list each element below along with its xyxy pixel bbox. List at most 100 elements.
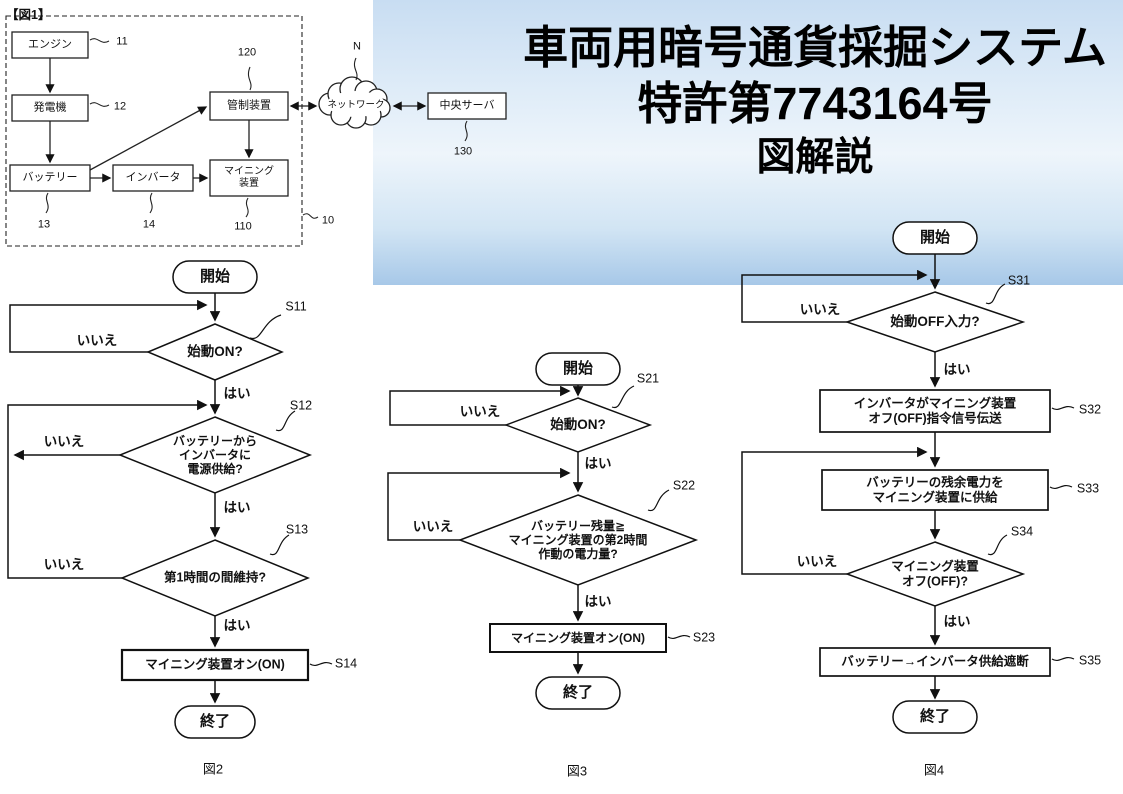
fig1-inverter-ref: 14 [142,218,156,231]
fig1-control-ref: 120 [237,46,257,59]
fig4-process-s35-shape [819,647,1051,677]
fig3-s22-ref: S22 [672,478,696,493]
fig4-s33-ref: S33 [1076,481,1100,496]
fig1-generator-label: 発電機 [33,101,67,114]
fig3-decision-s22-shape [457,494,699,586]
fig4-caption: 図4 [923,762,945,778]
fig3-ref-leaders [611,385,691,640]
fig4-ref-leaders [985,283,1075,662]
fig2-connectors [7,293,221,704]
fig2-yes-s11-label: はい [223,386,251,402]
fig1-mining-label: マイニング 装置 [224,166,274,189]
fig1-battery-ref: 13 [37,218,51,231]
fig4-process-s35-label: バッテリー→インバータ供給遮断 [841,654,1029,669]
fig2-caption: 図2 [202,761,224,777]
fig3-decision-s21-label: 始動ON? [550,417,606,433]
fig2-end-label: 終了 [199,713,231,731]
fig4-start-label: 開始 [919,229,951,247]
fig1-block-diagram [5,15,507,247]
fig1-server-box [427,92,507,120]
fig4-s35-ref: S35 [1078,653,1102,668]
fig3-s21-ref: S21 [636,371,660,386]
fig2-s11-ref: S11 [285,299,307,314]
fig4-process-s33-shape [821,469,1049,511]
fig2-no-s12-label: いいえ [43,434,85,450]
fig4-no-s31-label: いいえ [799,302,841,318]
fig3-no-s21-label: いいえ [459,404,501,420]
fig3-end-label: 終了 [562,684,594,702]
fig2-flowchart [7,260,333,739]
fig2-process-s14-shape [120,648,310,682]
fig1-generator-ref: 12 [113,100,127,113]
fig3-flowchart [387,352,699,710]
fig3-end-shape [535,676,621,710]
fig4-decision-s31-label: 始動OFF入力? [890,314,980,330]
fig2-s14-ref: S14 [334,656,358,671]
fig1-caption: 【図1】 [6,8,51,22]
fig3-process-s23-shape [489,623,667,653]
fig3-connectors [387,385,584,675]
fig1-server-label: 中央サーバ [439,99,495,112]
fig1-system-ref: 10 [321,214,335,227]
fig4-end-label: 終了 [919,708,951,726]
fig3-yes-s21-label: はい [584,456,612,472]
fig4-no-s34-label: いいえ [796,554,838,570]
fig2-decision-s12-shape [117,416,313,494]
fig1-mining-box [209,159,289,197]
fig4-connectors [741,254,941,700]
fig3-yes-s22-label: はい [584,594,612,610]
patent-number: 特許第7743164号 [637,78,993,130]
fig4-process-s33-label: バッテリーの残余電力を マイニング装置に供給 [866,475,1004,504]
fig2-yes-s13-label: はい [223,618,251,634]
fig2-decision-s13-shape [120,539,310,617]
fig2-start-label: 開始 [199,268,231,286]
title-subtitle: 図解説 [756,135,874,179]
network-cloud [318,76,391,129]
fig2-decision-s13-label: 第1時間の間維持? [163,570,267,585]
fig1-inverter-box [112,164,194,192]
fig2-s12-ref: S12 [289,398,313,413]
fig2-ref-leaders [249,314,333,667]
fig4-process-s32-label: インバータがマイニング装置 オフ(OFF)指令信号伝送 [853,396,1017,425]
fig4-flowchart [741,221,1075,734]
fig3-start-label: 開始 [562,360,594,378]
fig1-mining-ref: 110 [234,220,252,233]
fig2-no-s13-label: いいえ [43,557,85,573]
fig2-decision-s12-label: バッテリーから インバータに 電源供給? [172,433,258,477]
fig4-decision-s34-label: マイニング装置 オフ(OFF)? [891,559,979,588]
fig1-engine-ref: 11 [116,35,128,48]
fig3-decision-s22-label: バッテリー残量≧ マイニング装置の第2時間 作動の電力量? [508,518,648,562]
fig2-decision-s11-label: 始動ON? [187,344,243,360]
fig4-decision-s31-shape [844,291,1026,353]
fig1-battery-label: バッテリー [22,171,78,184]
fig1-inverter-label: インバータ [125,171,181,184]
fig3-process-s23-label: マイニング装置オン(ON) [511,630,645,645]
fig4-s32-ref: S32 [1078,402,1102,417]
title-background [373,0,1123,285]
fig3-s23-ref: S23 [692,630,716,645]
fig3-caption: 図3 [566,763,588,779]
fig1-network-ref: N [353,40,361,53]
fig2-end-shape [174,705,256,739]
fig1-ref-leaders [45,38,468,219]
fig4-yes-s31-label: はい [943,362,971,378]
fig4-end-shape [892,700,978,734]
fig1-server-ref: 130 [453,145,473,158]
fig1-system-boundary [5,15,303,247]
fig2-s13-ref: S13 [285,522,309,537]
fig3-decision-s21-shape [503,397,653,453]
fig4-decision-s34-shape [844,541,1026,607]
fig4-s31-ref: S31 [1007,273,1031,288]
fig1-engine-label: エンジン [28,38,72,51]
fig1-network-label: ネットワーク [327,99,385,111]
title-block: 車両用暗号通貨採掘システム 特許第7743164号 図解説 [505,20,1123,183]
fig1-connectors [45,58,427,183]
fig2-process-s14-label: マイニング装置オン(ON) [145,657,285,672]
fig1-control-label: 管制装置 [227,99,271,112]
fig2-yes-s12-label: はい [223,500,251,516]
fig4-s34-ref: S34 [1010,524,1034,539]
patent-title: 車両用暗号通貨採掘システム [523,22,1107,73]
fig4-yes-s34-label: はい [943,614,971,630]
